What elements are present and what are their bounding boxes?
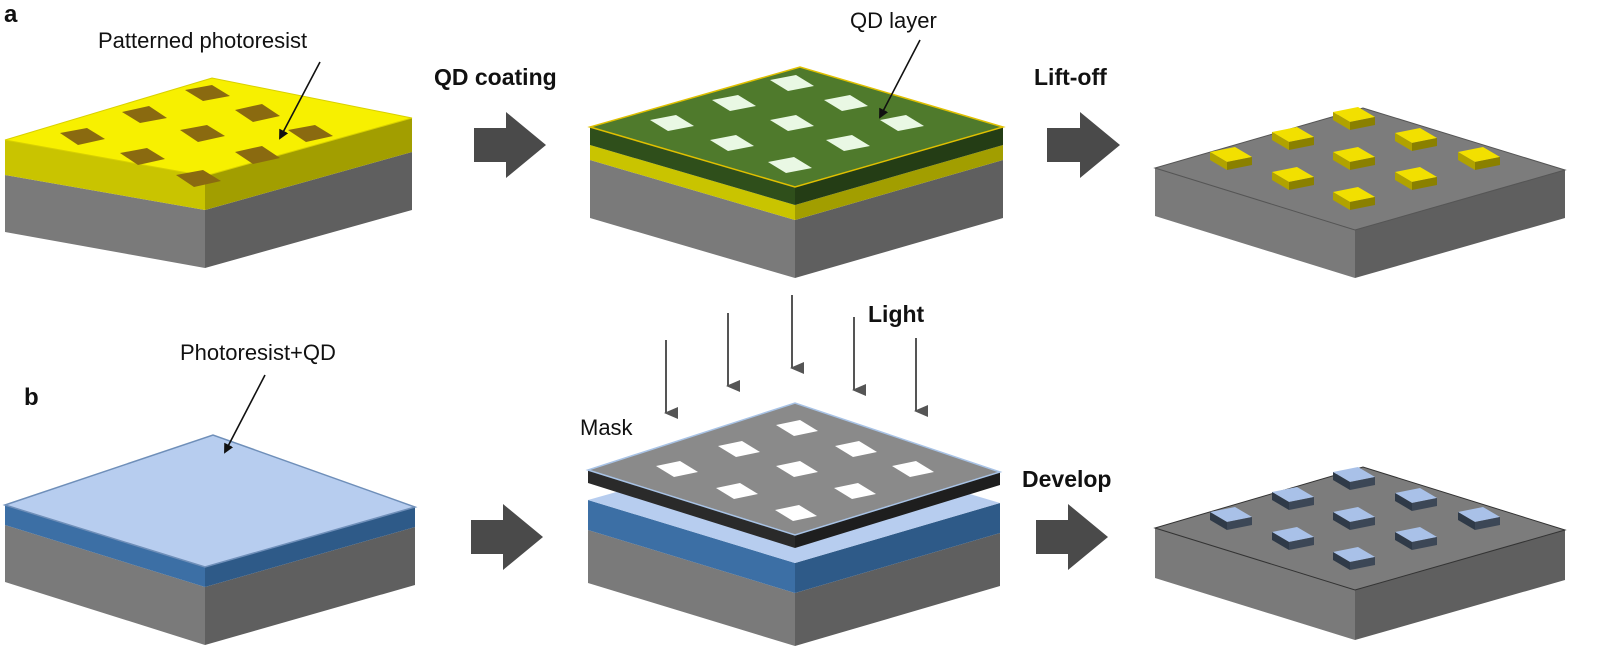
substrate-left-face: [1155, 528, 1355, 640]
label-qd-layer: QD layer: [850, 8, 937, 33]
mask-openings: [656, 420, 934, 521]
label-photoresist-qd: Photoresist+QD: [180, 340, 336, 365]
light-rays: [664, 295, 928, 419]
photoresist-right-face: [205, 118, 412, 210]
label-mask: Mask: [580, 415, 634, 440]
substrate-left-face: [1155, 168, 1355, 278]
substrate-left-face: [590, 160, 795, 278]
substrate-right-face: [795, 533, 1000, 646]
block-blue-pillars: [1153, 466, 1567, 640]
block-patterned-photoresist: [4, 77, 413, 268]
qd-layer-left-face: [590, 127, 795, 205]
substrate-right-face: [205, 152, 412, 268]
pr-qd-left-face: [5, 505, 205, 587]
pr-qd-left-face: [588, 500, 795, 593]
photoresist-holes: [60, 85, 333, 187]
substrate-right-face: [795, 160, 1003, 278]
block-photoresist-qd: [2, 434, 418, 645]
substrate-right-face: [1355, 170, 1565, 278]
photoresist-left-face: [5, 140, 205, 210]
blue-pillars: [1210, 467, 1500, 570]
substrate-right-face: [205, 527, 415, 645]
pointer-patterned-photoresist: [279, 61, 321, 140]
label-develop: Develop: [1022, 466, 1111, 492]
block-yellow-pillars: [1153, 107, 1567, 278]
substrate-right-face: [1355, 530, 1565, 640]
arrow-qd-coating: [474, 112, 546, 178]
yellow-pillars: [1210, 107, 1500, 210]
block-exposure: [585, 402, 1003, 646]
qd-layer-right-face: [795, 127, 1003, 205]
photoresist-right-face: [795, 145, 1003, 220]
label-qd-coating: QD coating: [434, 64, 557, 90]
row-b: b Photoresist+QD: [2, 295, 1567, 646]
pr-qd-right-face: [795, 503, 1000, 593]
substrate-top-face: [1153, 466, 1567, 591]
mask-plate: [585, 402, 1003, 548]
panel-label-b: b: [24, 384, 39, 411]
pointer-qd-layer: [879, 39, 921, 119]
panel-label-a: a: [4, 1, 18, 28]
arrow-develop: [1036, 504, 1108, 570]
pr-qd-right-face: [205, 507, 415, 587]
photoresist-left-face: [590, 145, 795, 220]
substrate-left-face: [5, 525, 205, 645]
label-patterned-photoresist: Patterned photoresist: [98, 28, 307, 53]
label-lift-off: Lift-off: [1034, 64, 1107, 90]
arrow-exposure: [471, 504, 543, 570]
pointer-photoresist-qd: [224, 374, 266, 454]
block-qd-coated: [587, 66, 1006, 278]
qd-squares: [650, 75, 924, 173]
substrate-left-face: [5, 175, 205, 268]
row-a: a Patterned photoresi: [4, 1, 1567, 278]
substrate-left-face: [588, 530, 795, 646]
arrow-lift-off: [1047, 112, 1120, 178]
label-light: Light: [868, 301, 925, 327]
pr-qd-top-face: [2, 434, 418, 568]
